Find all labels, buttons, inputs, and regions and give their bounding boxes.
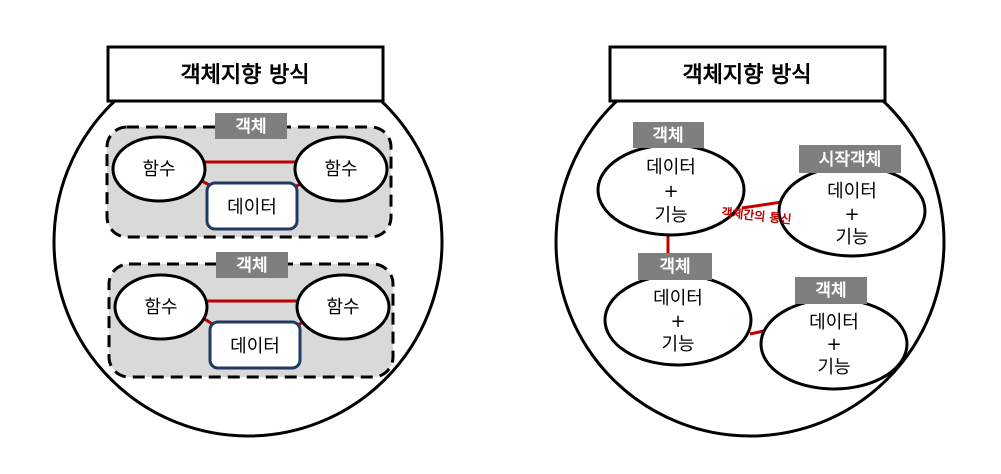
right-object-start: 시작객체 데이터 + 기능 — [777, 145, 927, 258]
function-ellipse — [111, 135, 207, 203]
function-label: 함수 — [324, 159, 357, 180]
object-line-3: 기능 — [661, 334, 694, 355]
object-tag — [795, 277, 867, 304]
data-box — [208, 320, 302, 370]
right-object-1: 객체 데이터 + 기능 — [596, 122, 746, 237]
communication-line — [741, 200, 783, 210]
right-title: 객체지향 방식 — [682, 63, 811, 88]
object-line-2: + — [670, 311, 685, 332]
object-tag — [633, 122, 704, 148]
left-panel: 객체지향 방식 객체 함수 함수 데이터 객체 함수 — [52, 45, 444, 438]
object-line-1: 데이터 — [646, 157, 696, 178]
object-tag-label: 시작객체 — [819, 150, 882, 170]
object-line-1: 데이터 — [809, 312, 859, 333]
object-line-2: + — [826, 334, 841, 355]
function-ellipse — [293, 135, 389, 203]
object-tag — [215, 113, 287, 139]
function-label: 함수 — [326, 297, 359, 318]
object-line-3: 기능 — [835, 227, 868, 248]
left-object-2: 객체 함수 함수 데이터 — [107, 252, 395, 379]
object-tag-label: 객체 — [652, 126, 683, 146]
function-label: 함수 — [144, 297, 177, 318]
data-label: 데이터 — [227, 197, 277, 218]
function-ellipse — [295, 273, 391, 341]
right-title-box — [608, 45, 887, 103]
object-tag-label: 객체 — [235, 117, 266, 137]
object-tag-label: 객체 — [815, 281, 846, 301]
object-tag-label: 객체 — [659, 257, 690, 277]
right-panel: 객체지향 방식 객체 데이터 + 기능 시작객체 데이터 + 기능 객체 — [554, 45, 946, 438]
communication-line — [749, 329, 765, 336]
function-ellipse — [113, 273, 209, 341]
object-tag — [799, 145, 901, 173]
object-tag — [216, 252, 288, 278]
left-title: 객체지향 방식 — [180, 63, 309, 88]
object-line-3: 기능 — [654, 205, 687, 226]
object-line-3: 기능 — [817, 357, 850, 378]
object-line-2: + — [663, 181, 678, 202]
object-line-1: 데이터 — [827, 181, 877, 202]
right-object-3: 객체 데이터 + 기능 — [603, 253, 753, 367]
object-tag — [638, 253, 712, 280]
right-object-4: 객체 데이터 + 기능 — [759, 277, 909, 391]
left-object-1: 객체 함수 함수 데이터 — [105, 113, 393, 239]
object-line-2: + — [844, 204, 859, 225]
left-title-box — [106, 45, 385, 103]
data-label: 데이터 — [230, 336, 280, 357]
object-line-1: 데이터 — [653, 288, 703, 309]
data-box — [205, 181, 299, 231]
function-label: 함수 — [142, 159, 175, 180]
object-tag-label: 객체 — [236, 256, 267, 276]
communication-label: 객체간의 통신 — [721, 204, 793, 226]
